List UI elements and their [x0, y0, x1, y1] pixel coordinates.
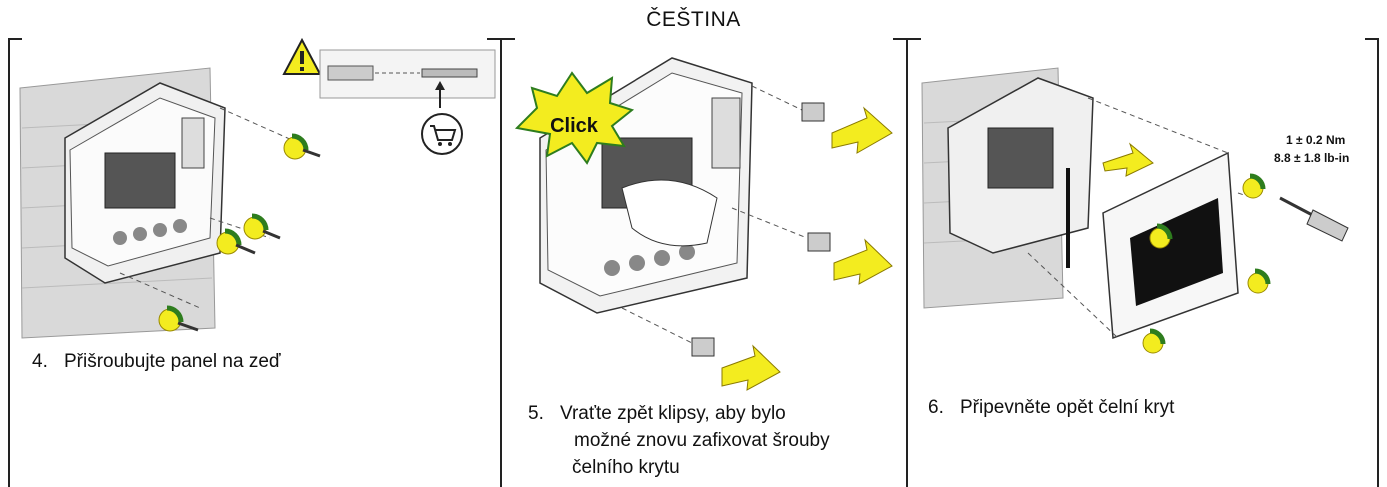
- divider-1-top-left: [487, 38, 501, 40]
- screw-marker-d: [1149, 223, 1173, 249]
- clip-3: [691, 337, 781, 391]
- page-language-header: ČEŠTINA: [646, 8, 741, 31]
- step-5-line-3: čelního krytu: [572, 457, 680, 478]
- step-5-line-1: Vraťte zpět klipsy, aby bylo: [560, 403, 786, 424]
- step-6-instruction: 6. Připevněte opět čelní kryt: [928, 394, 1174, 421]
- clip-1: [801, 102, 893, 154]
- divider-left-top: [8, 38, 22, 40]
- shopping-cart-icon: [421, 113, 463, 155]
- clip-2: [807, 232, 893, 285]
- step-5-line-2: možné znovu zafixovat šrouby: [574, 430, 830, 451]
- divider-2-top-left: [893, 38, 907, 40]
- screw-marker-b: [1247, 268, 1271, 294]
- step-4-panel: 4. Přišroubujte panel na zeď: [10, 38, 500, 487]
- divider-right: [1377, 38, 1379, 487]
- screw-marker-a: [1242, 173, 1266, 199]
- step-4-instruction: 4. Přišroubujte panel na zeď: [32, 348, 281, 375]
- screwdriver-icon: [1279, 196, 1349, 242]
- step-5-instruction: 5. Vraťte zpět klipsy, aby bylo možné zno…: [528, 400, 898, 481]
- divider-1: [500, 38, 502, 487]
- divider-right-top: [1365, 38, 1379, 40]
- screw-marker-c: [1142, 328, 1166, 354]
- divider-2: [906, 38, 908, 487]
- torque-lbin: 8.8 ± 1.8 lb-in: [1274, 151, 1349, 165]
- divider-2-top-right: [907, 38, 921, 40]
- step-5-illustration: Click: [514, 57, 893, 391]
- step-6-text: Připevněte opět čelní kryt: [960, 397, 1175, 418]
- screw-marker-3: [243, 213, 281, 240]
- step-4-number: 4.: [32, 351, 48, 372]
- screw-marker-2: [216, 228, 256, 255]
- step-6-panel: 1 ± 0.2 Nm 8.8 ± 1.8 lb-in 6. Připevněte …: [908, 38, 1377, 487]
- step-6-number: 6.: [928, 397, 944, 418]
- divider-left: [8, 38, 10, 487]
- torque-nm: 1 ± 0.2 Nm: [1286, 133, 1345, 147]
- step-4-illustration: [19, 38, 496, 339]
- click-callout: Click: [514, 71, 635, 165]
- step-4-text: Přišroubujte panel na zeď: [64, 351, 281, 372]
- screw-marker-4: [158, 305, 199, 332]
- wall-plug-detail: [319, 49, 496, 108]
- step-5-number: 5.: [528, 403, 544, 424]
- divider-1-top-right: [501, 38, 515, 40]
- click-label: Click: [550, 115, 599, 137]
- step-5-panel: Click 5. Vraťte zpět klipsy, aby bylo mož…: [502, 38, 906, 487]
- step-6-illustration: 1 ± 0.2 Nm 8.8 ± 1.8 lb-in: [921, 67, 1349, 354]
- screw-marker-1: [283, 133, 321, 160]
- warning-icon: [282, 38, 322, 75]
